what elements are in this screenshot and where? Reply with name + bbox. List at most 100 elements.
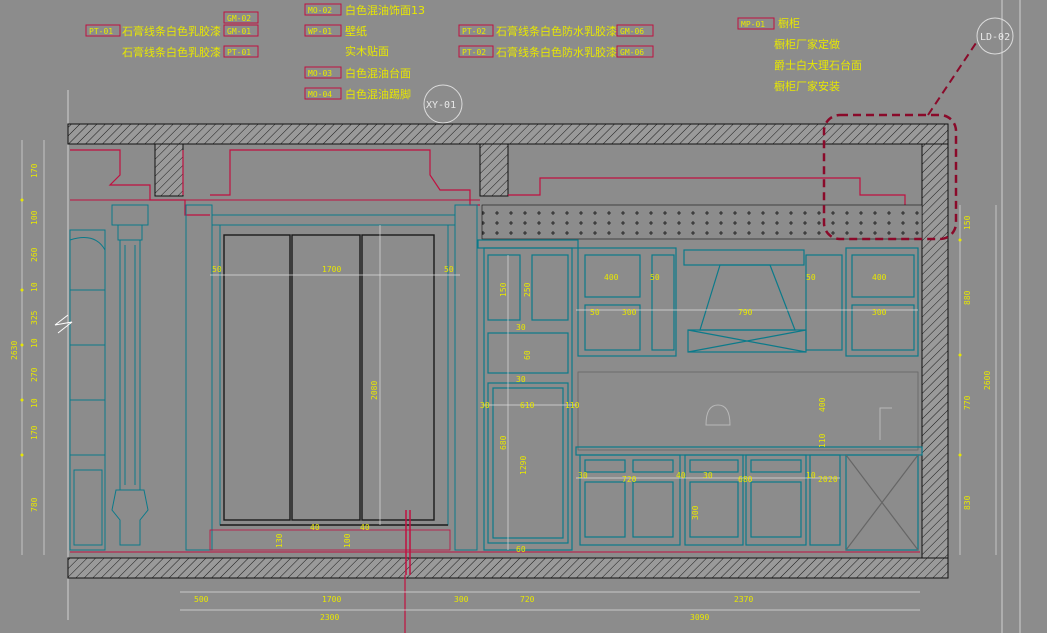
door-frame xyxy=(185,204,478,551)
dim-upper-3: 300 xyxy=(622,308,637,317)
legend-col3-tag-1: PT-02 xyxy=(462,27,486,36)
legend-col3-tag2-1: GM-06 xyxy=(620,27,644,36)
legend-col2-text-4: 白色混油台面 xyxy=(345,66,411,80)
legend-col1-tag2-2: PT-01 xyxy=(227,48,251,57)
dim-tall-7: 30 xyxy=(480,401,490,410)
dim-right-3: 770 xyxy=(963,395,972,410)
dim-right-total: 2600 xyxy=(983,371,992,390)
dim-tall-2: 250 xyxy=(523,282,532,297)
legend-col4-text-4: 橱柜厂家安装 xyxy=(774,79,840,93)
dim-door-width: 1700 xyxy=(322,265,341,274)
dim-lower-6: 10 xyxy=(806,471,816,480)
dim-left-10: 780 xyxy=(30,497,39,512)
dim-tall-1: 150 xyxy=(499,282,508,297)
lower-cabinets xyxy=(579,454,919,551)
legend-col3-text-2: 石膏线条白色防水乳胶漆 xyxy=(496,45,617,59)
dim-hood-3: 110 xyxy=(818,433,827,448)
beam-right xyxy=(479,143,509,197)
beam-left xyxy=(154,143,184,197)
dim-door-sill-4: 100 xyxy=(343,533,352,548)
floor-slab xyxy=(67,557,949,579)
dim-tall-6: 610 xyxy=(520,401,535,410)
legend-col1-text-2: 石膏线条白色乳胶漆 xyxy=(122,45,221,59)
dim-left-7: 270 xyxy=(30,367,39,382)
range-hood xyxy=(683,249,807,353)
dim-hood-1: 790 xyxy=(738,308,753,317)
dim-bottom-1: 500 xyxy=(194,595,209,604)
legend-col4-tag: MP-01 xyxy=(741,20,765,29)
legend-col2-tag-4: MO-03 xyxy=(308,69,332,78)
dim-tall-3: 30 xyxy=(516,323,526,332)
dim-door-right-gap: 50 xyxy=(444,265,454,274)
dim-left-3: 260 xyxy=(30,247,39,262)
dim-bottom-total-1: 2300 xyxy=(320,613,339,622)
dim-tall-9: 680 xyxy=(499,435,508,450)
dim-tall-5: 30 xyxy=(516,375,526,384)
detail-callout-label: LD-02 xyxy=(980,32,1010,43)
dim-tall-10: 1290 xyxy=(519,456,528,475)
dim-lower-5: 680 xyxy=(738,475,753,484)
dim-left-8: 10 xyxy=(30,398,39,408)
dim-bottom-2: 1700 xyxy=(322,595,341,604)
dim-bottom-5: 2370 xyxy=(734,595,753,604)
legend-col2-tag-5: MO-04 xyxy=(308,90,332,99)
legend-col2-text-5: 白色混油踢脚 xyxy=(345,87,411,101)
dim-lower-7: 20 xyxy=(818,475,828,484)
tile-band xyxy=(481,204,923,240)
legend-col2-text-3: 实木贴面 xyxy=(345,44,389,58)
dim-door-left-gap: 50 xyxy=(212,265,222,274)
dim-door-sill-2: 40 xyxy=(360,523,370,532)
dim-upper-1: 400 xyxy=(604,273,619,282)
dim-upper-2: 50 xyxy=(650,273,660,282)
dim-lower-4: 30 xyxy=(703,471,713,480)
dim-left-total: 2630 xyxy=(10,341,19,360)
dim-tall-11: 60 xyxy=(516,545,526,554)
dim-door-sill-3: 130 xyxy=(275,533,284,548)
dim-upper-7: 50 xyxy=(806,273,816,282)
dim-bottom-total-2: 3090 xyxy=(690,613,709,622)
dim-door-height: 2080 xyxy=(370,381,379,400)
dim-door-sill-1: 40 xyxy=(310,523,320,532)
legend-col1-tag2-1: GM-01 xyxy=(227,27,251,36)
dim-upper-5: 400 xyxy=(872,273,887,282)
upper-cabinets xyxy=(577,247,919,357)
legend-col1-text-1: 石膏线条白色乳胶漆 xyxy=(122,24,221,38)
dim-left-5: 325 xyxy=(30,310,39,325)
legend-col2-text-2: 壁纸 xyxy=(345,24,367,38)
dim-left-4: 10 xyxy=(30,282,39,292)
ceiling-slab xyxy=(67,123,949,145)
dim-left-9: 170 xyxy=(30,425,39,440)
dim-tall-8: 110 xyxy=(565,401,580,410)
legend-col3-tag-2: PT-02 xyxy=(462,48,486,57)
dim-tall-4: 60 xyxy=(523,350,532,360)
dim-lower-2: 720 xyxy=(622,475,637,484)
dim-bottom-4: 720 xyxy=(520,595,535,604)
legend-col4-text-3: 爵士白大理石台面 xyxy=(774,58,862,72)
legend-col4-text-1: 橱柜 xyxy=(778,16,800,30)
dim-hood-2: 400 xyxy=(818,397,827,412)
dim-upper-6: 300 xyxy=(872,308,887,317)
dim-lower-1: 30 xyxy=(578,471,588,480)
right-wall xyxy=(921,143,949,559)
dim-lower-9: 300 xyxy=(691,505,700,520)
detail-callout-circle xyxy=(976,17,1014,55)
elevation-callout-label: XY-01 xyxy=(426,100,456,111)
dim-right-1: 150 xyxy=(963,215,972,230)
legend-col2-text-1: 白色混油饰面13 xyxy=(345,3,425,17)
dim-left-1: 170 xyxy=(30,163,39,178)
legend-col4-text-2: 橱柜厂家定做 xyxy=(774,37,840,51)
dim-upper-4: 50 xyxy=(590,308,600,317)
left-shelving xyxy=(69,229,106,551)
elevation-callout-circle xyxy=(423,84,463,124)
legend-col2-tag-2: WP-01 xyxy=(308,27,332,36)
dim-bottom-3: 300 xyxy=(454,595,469,604)
detail-region xyxy=(822,113,958,241)
legend-col1-tag-1: PT-01 xyxy=(89,27,113,36)
dim-right-2: 880 xyxy=(963,290,972,305)
dim-right-4: 830 xyxy=(963,495,972,510)
dim-lower-8: 20 xyxy=(828,475,838,484)
legend-col1-extra-tag: GM-02 xyxy=(227,14,251,23)
dim-lower-3: 40 xyxy=(676,471,686,480)
